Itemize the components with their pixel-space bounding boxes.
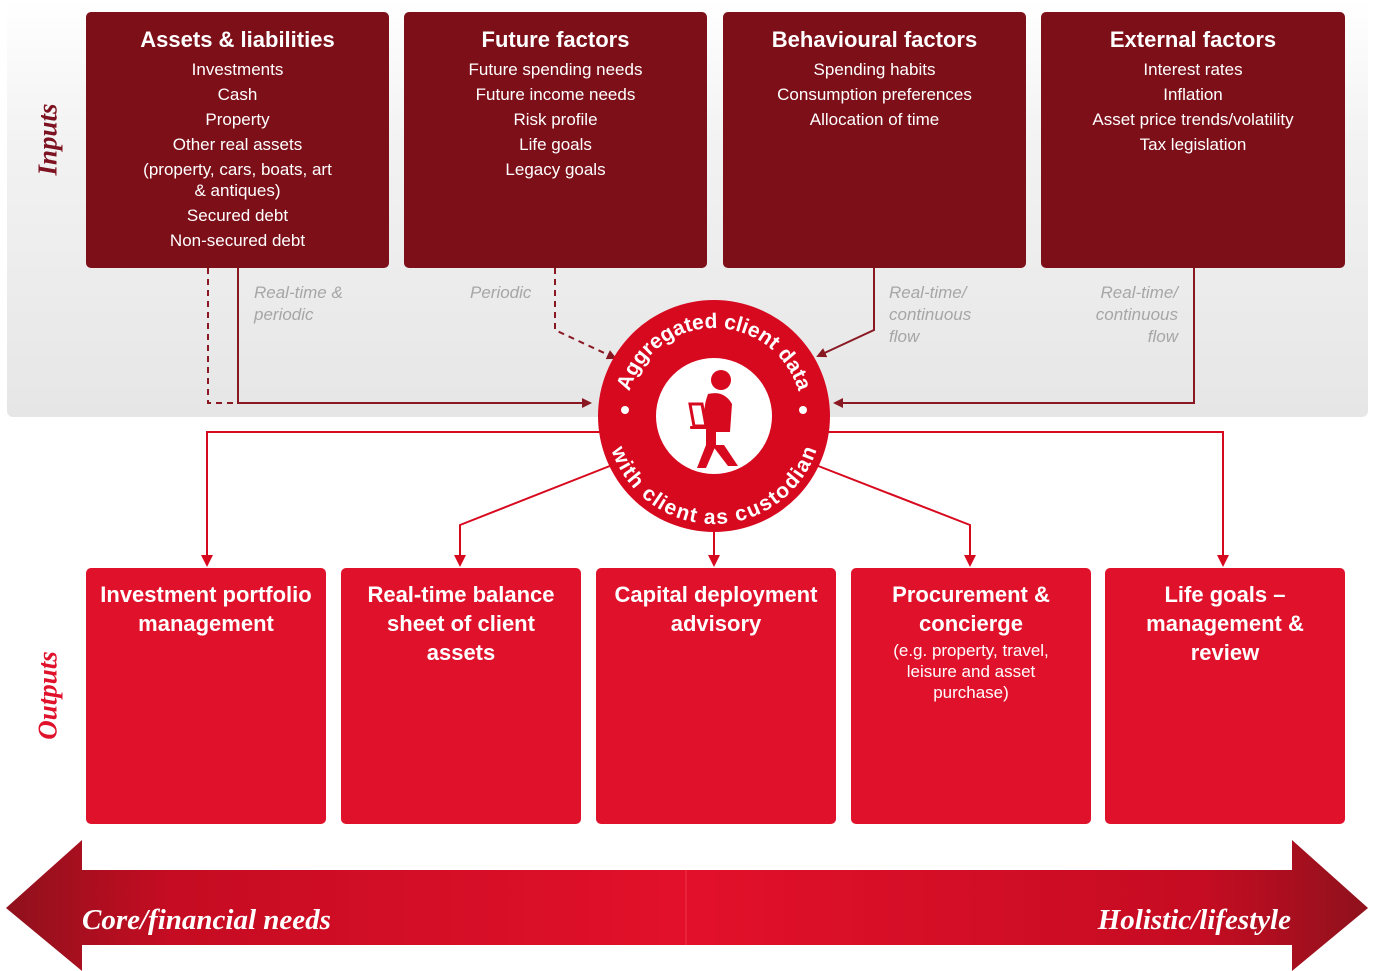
- hub-dot-right: [799, 406, 807, 414]
- input-list: Spending habits Consumption preferences …: [723, 57, 1026, 132]
- output-title: Capital deployment advisory: [614, 582, 818, 636]
- input-item: Allocation of time: [809, 110, 940, 129]
- input-item: Consumption preferences: [777, 85, 972, 104]
- input-future-factors: Future factors Future spending needs Fut…: [404, 12, 707, 268]
- frequency-label-assets: Real-time & periodic: [254, 283, 343, 324]
- spectrum-left-label: Core/financial needs: [82, 904, 331, 936]
- output-subtitle: (e.g. property, travel, leisure and asse…: [893, 641, 1049, 702]
- input-list: Investments Cash Property Other real ass…: [86, 57, 389, 253]
- output-life-goals: Life goals – management & review: [1105, 568, 1345, 824]
- hub-bottom-text: with client as custodian: [606, 442, 822, 529]
- hub-dot-left: [621, 406, 629, 414]
- output-connectors: [201, 431, 1229, 567]
- output-title: Procurement & concierge: [892, 582, 1050, 636]
- input-list: Future spending needs Future income need…: [404, 57, 707, 182]
- input-title: Assets & liabilities: [140, 27, 335, 52]
- input-item: Asset price trends/volatility: [1092, 110, 1294, 129]
- input-item: Risk profile: [513, 110, 598, 129]
- input-connectors: [207, 268, 1195, 408]
- input-item: Secured debt: [186, 206, 289, 225]
- spectrum-right-label: Holistic/lifestyle: [1097, 904, 1291, 936]
- output-realtime-balance-sheet: Real-time balance sheet of client assets: [341, 568, 581, 824]
- input-item: Future income needs: [475, 85, 636, 104]
- input-title: External factors: [1109, 27, 1277, 52]
- output-capital-deployment: Capital deployment advisory: [596, 568, 836, 824]
- input-item: Property: [205, 110, 270, 129]
- input-item: Investments: [191, 60, 284, 79]
- hub-text-ring: Aggregated client data with client as cu…: [606, 310, 822, 530]
- input-item: Spending habits: [813, 60, 936, 79]
- input-list: Interest rates Inflation Asset price tre…: [1041, 57, 1345, 157]
- output-title: Real-time balance sheet of client assets: [367, 582, 555, 665]
- input-item: Cash: [217, 85, 258, 104]
- person-at-laptop-icon: [688, 370, 738, 468]
- frequency-label-behavioural: Real-time/ continuous flow: [889, 283, 972, 346]
- input-behavioural-factors: Behavioural factors Spending habits Cons…: [723, 12, 1026, 268]
- input-item: Non-secured debt: [169, 231, 306, 250]
- aggregated-data-hub: Aggregated client data with client as cu…: [598, 300, 830, 532]
- frequency-label-external: Real-time/ continuous flow: [1095, 283, 1178, 346]
- input-title: Future factors: [481, 27, 630, 52]
- input-item: (property, cars, boats, art & antiques): [143, 160, 332, 200]
- output-investment-portfolio: Investment portfolio management: [86, 568, 326, 824]
- input-external-factors: External factors Interest rates Inflatio…: [1041, 12, 1345, 268]
- input-item: Life goals: [519, 135, 592, 154]
- output-procurement-concierge: Procurement & concierge (e.g. property, …: [851, 568, 1091, 824]
- output-title: Life goals – management & review: [1146, 582, 1304, 665]
- input-title: Behavioural factors: [771, 27, 978, 52]
- input-item: Tax legislation: [1139, 135, 1247, 154]
- input-item: Legacy goals: [505, 160, 606, 179]
- input-item: Interest rates: [1143, 60, 1243, 79]
- input-item: Future spending needs: [468, 60, 643, 79]
- input-assets-liabilities: Assets & liabilities Investments Cash Pr…: [86, 12, 389, 268]
- svg-text:with client as custodian: with client as custodian: [606, 442, 822, 529]
- output-title: Investment portfolio management: [100, 582, 312, 636]
- frequency-label-future: Periodic: [470, 283, 532, 302]
- input-item: Other real assets: [172, 135, 303, 154]
- input-item: Inflation: [1163, 85, 1223, 104]
